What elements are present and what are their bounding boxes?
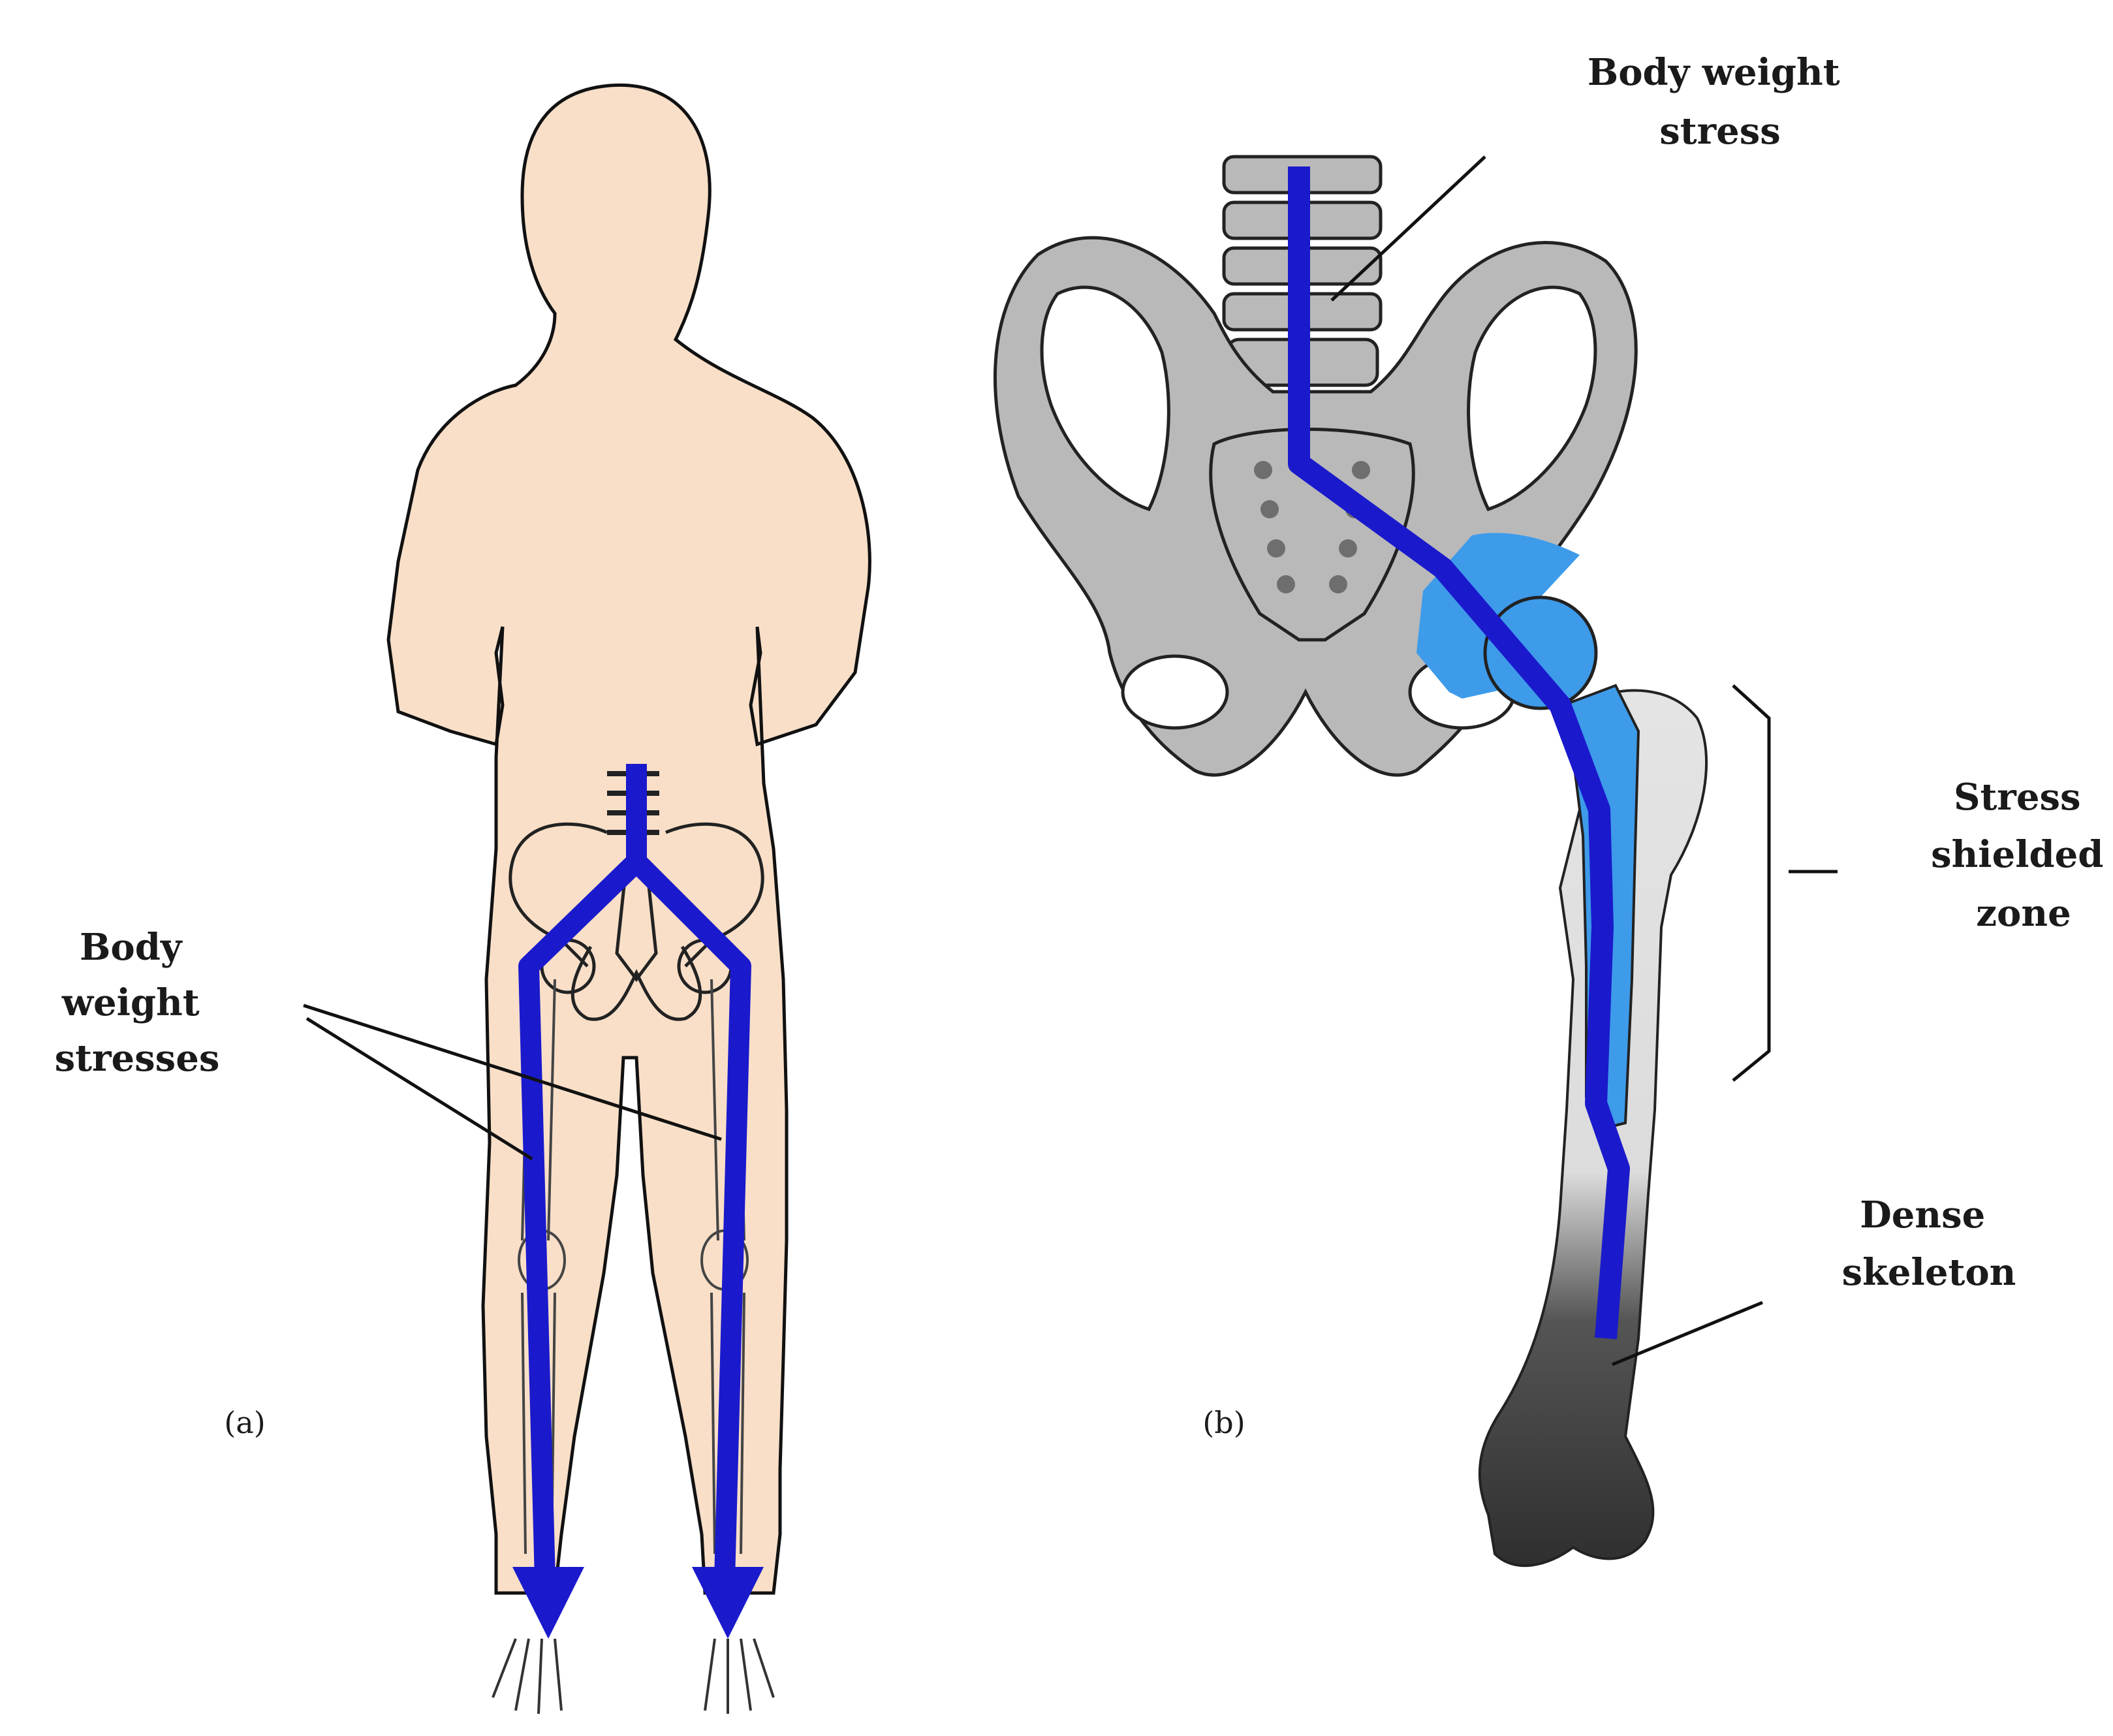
panel-label-b: (b)	[1202, 1405, 1245, 1440]
arrow-head-left	[512, 1567, 584, 1639]
annotation-body-weight-stress: Body weight stress	[1588, 51, 1853, 153]
panel-b: Body weight stress Stress shielded zone …	[995, 51, 2113, 1566]
zone-bracket	[1733, 686, 1769, 1081]
annotation-stress-shielded-zone: Stress shielded zone	[1931, 776, 2113, 935]
annotation-body-weight-stresses: Body weight stresses	[55, 926, 220, 1080]
annotation-dense-skeleton: Dense skeleton	[1842, 1193, 2016, 1294]
feet-bones	[493, 1639, 774, 1714]
panel-label-a: (a)	[224, 1405, 265, 1440]
arrow-head-right	[692, 1567, 764, 1639]
panel-a: Body weight stresses (a)	[55, 85, 870, 1714]
